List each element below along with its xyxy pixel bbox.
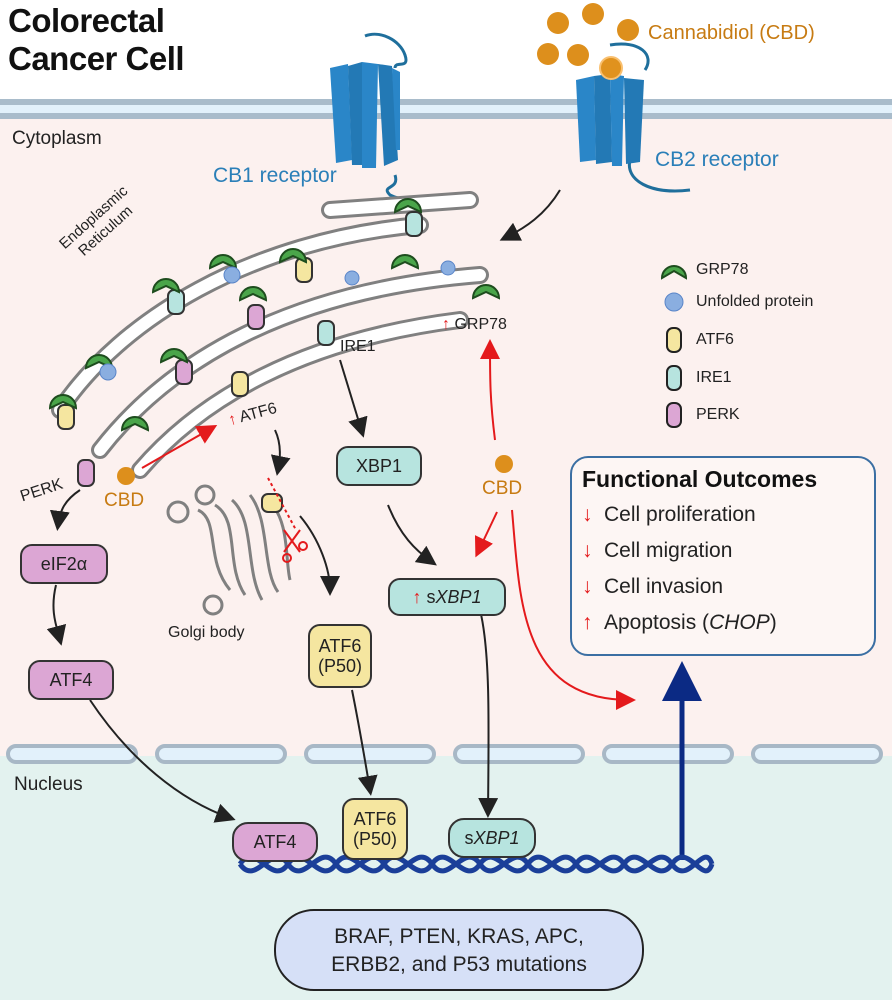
cbd-activation-arrows xyxy=(141,339,636,710)
mutations-line-1: BRAF, PTEN, KRAS, APC, xyxy=(334,925,584,948)
legend-item-grp78: GRP78 xyxy=(660,258,748,282)
sxbp1-prefix: s xyxy=(426,587,436,607)
cbd-dot-left xyxy=(117,467,135,485)
up-arrow-icon: ↑ xyxy=(582,611,593,634)
grp78-label: ↑ GRP78 xyxy=(442,316,507,334)
ire1-sensor-icon xyxy=(167,289,185,315)
outcome-label: Apoptosis ( xyxy=(604,611,710,634)
perk-sensor-icon xyxy=(247,304,265,330)
grp78-label-text: GRP78 xyxy=(454,316,507,333)
legend-label: GRP78 xyxy=(696,261,749,278)
nuclear-sxbp1-gene: XBP1 xyxy=(473,828,520,848)
cbd-label-left: CBD xyxy=(104,490,145,511)
nuclear-sxbp1-prefix: s xyxy=(464,828,474,848)
atf6-p50-box: ATF6 (P50) xyxy=(308,624,372,688)
nucleus-label: Nucleus xyxy=(14,774,83,795)
nuclear-atf6-line-2: (P50) xyxy=(352,829,397,849)
atf6-p50-line-1: ATF6 xyxy=(318,636,362,656)
page-title: Colorectal Cancer Cell xyxy=(8,2,185,78)
extracellular-space xyxy=(0,0,892,100)
atf6-sensor-icon xyxy=(231,371,249,397)
ire1-label: IRE1 xyxy=(340,338,376,355)
atf6-sensor-icon xyxy=(57,404,75,430)
up-arrow-icon: ↑ xyxy=(412,587,422,607)
cbd-molecules xyxy=(537,3,639,66)
outcome-label: Cell invasion xyxy=(604,575,724,598)
outcome-label: Cell migration xyxy=(604,539,733,562)
unfolded-protein-markers xyxy=(99,260,456,381)
outcomes-heading: Functional Outcomes xyxy=(582,466,818,492)
legend-label: IRE1 xyxy=(696,369,732,386)
grp78-markers xyxy=(48,198,501,432)
ire1-sensor-icon xyxy=(405,211,423,237)
functional-outcomes-box: Functional Outcomes ↓Cell proliferation … xyxy=(570,456,876,656)
nuclear-atf6-line-1: ATF6 xyxy=(353,809,397,829)
outcome-item: ↓ Cell migration xyxy=(582,533,864,569)
xbp1-box: XBP1 xyxy=(336,446,422,486)
nuclear-envelope xyxy=(6,744,883,764)
pathway-arrows xyxy=(46,189,561,823)
title-line-2: Cancer Cell xyxy=(8,40,185,77)
cb1-receptor-icon xyxy=(330,32,446,202)
cytoplasm-label: Cytoplasm xyxy=(12,128,102,149)
perk-sensor-icon xyxy=(77,459,95,487)
cb2-receptor-icon xyxy=(576,42,691,193)
down-arrow-icon: ↓ xyxy=(582,503,593,526)
unfolded-protein-icon xyxy=(664,292,684,312)
up-arrow-icon: ↑ xyxy=(442,316,450,333)
outcome-item: ↓ Cell proliferation xyxy=(582,497,864,533)
eif2a-box: eIF2α xyxy=(20,544,108,584)
outcome-suffix: ) xyxy=(769,611,777,634)
outcome-item: ↓ Cell invasion xyxy=(582,569,864,605)
down-arrow-icon: ↓ xyxy=(582,575,593,598)
legend-label: ATF6 xyxy=(696,331,734,348)
grp78-icon xyxy=(660,265,688,280)
legend-item-ire1: IRE1 xyxy=(660,364,732,392)
dna-helix-icon xyxy=(237,854,715,874)
atf4-box: ATF4 xyxy=(28,660,114,700)
outcome-item: ↑ Apoptosis (CHOP) xyxy=(582,605,864,641)
ire1-icon xyxy=(666,365,682,391)
legend-label: Unfolded protein xyxy=(696,293,814,310)
mutations-line-2: ERBB2, and P53 mutations xyxy=(331,953,587,976)
atf6-p50-line-2: (P50) xyxy=(317,656,362,676)
er-sensors xyxy=(57,211,423,487)
atf6-icon xyxy=(666,327,682,353)
ire1-sensor-icon xyxy=(317,320,335,346)
outcome-label: Cell proliferation xyxy=(604,503,756,526)
scissors-icon xyxy=(267,477,308,563)
cb1-receptor-label: CB1 receptor xyxy=(213,164,337,187)
cbd-dot-right xyxy=(495,455,513,473)
cell-membrane xyxy=(0,99,892,119)
outcome-gene: CHOP xyxy=(709,611,770,634)
perk-icon xyxy=(666,402,682,428)
mutations-box: BRAF, PTEN, KRAS, APC, ERBB2, and P53 mu… xyxy=(274,909,644,991)
atf6-in-golgi-icon xyxy=(261,493,283,513)
cbd-label-right: CBD xyxy=(482,478,523,499)
perk-sensor-icon xyxy=(175,359,193,385)
sxbp1-gene: XBP1 xyxy=(435,587,482,607)
legend-item-perk: PERK xyxy=(660,401,740,429)
golgi-label: Golgi body xyxy=(168,624,245,641)
title-line-1: Colorectal xyxy=(8,2,165,39)
nuclear-atf6-p50-box: ATF6 (P50) xyxy=(342,798,408,860)
cbd-label: Cannabidiol (CBD) xyxy=(648,22,815,44)
legend-item-atf6: ATF6 xyxy=(660,326,734,354)
down-arrow-icon: ↓ xyxy=(582,539,593,562)
legend-label: PERK xyxy=(696,406,740,423)
legend-item-unfolded-protein: Unfolded protein xyxy=(660,290,813,314)
cb2-receptor-label: CB2 receptor xyxy=(655,148,779,171)
nuclear-atf4-box: ATF4 xyxy=(232,822,318,862)
